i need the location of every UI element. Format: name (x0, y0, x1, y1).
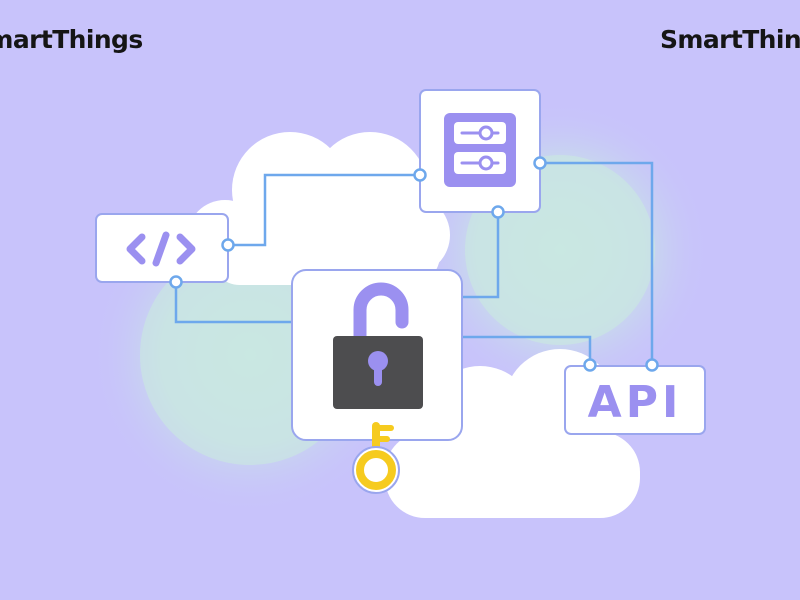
lock-card (291, 269, 463, 441)
code-card (95, 213, 229, 283)
key-icon (372, 422, 394, 452)
unlocked-padlock-icon (333, 282, 423, 409)
settings-sliders-icon (444, 113, 516, 187)
api-card: API (564, 365, 706, 435)
settings-card (419, 89, 541, 213)
connector-dots (169, 156, 659, 372)
brand-logo-left: SmartThings (0, 25, 143, 54)
key-bow (356, 450, 396, 490)
connector-lines (174, 161, 654, 365)
api-label: API (588, 377, 683, 428)
brand-logo-right: SmartThings (660, 25, 800, 54)
code-brackets-icon (126, 231, 196, 267)
